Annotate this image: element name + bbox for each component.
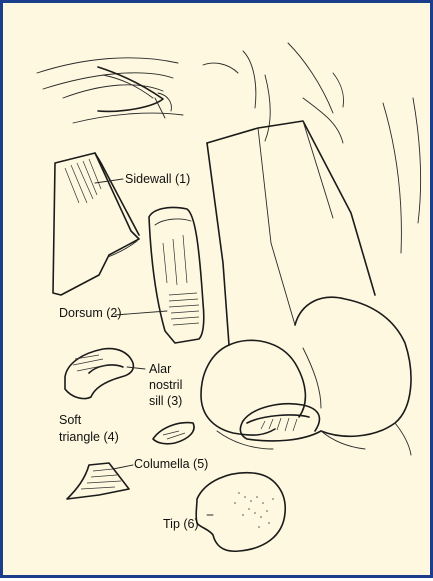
sidewall-label: Sidewall (1)	[125, 172, 190, 186]
alar-label-line3: sill (3)	[149, 394, 182, 408]
columella-label: Columella (5)	[134, 457, 208, 471]
nose-subunits-illustration: Sidewall (1) Dorsum (2) Alar nostril sil…	[3, 3, 433, 581]
alar-label-line1: Alar	[149, 362, 171, 376]
dorsum-label: Dorsum (2)	[59, 306, 122, 320]
soft-triangle-piece	[153, 423, 194, 444]
alar-label-line2: nostril	[149, 378, 182, 392]
eye-sketch	[37, 43, 421, 253]
nose-outline	[201, 121, 411, 455]
alar-nostril-sill-piece	[65, 349, 145, 399]
soft-triangle-label-line2: triangle (4)	[59, 430, 119, 444]
columella-piece	[67, 463, 133, 499]
tip-label: Tip (6)	[163, 517, 199, 531]
soft-triangle-label-line1: Soft	[59, 413, 82, 427]
dorsum-piece	[115, 207, 204, 343]
tip-piece	[196, 473, 285, 552]
